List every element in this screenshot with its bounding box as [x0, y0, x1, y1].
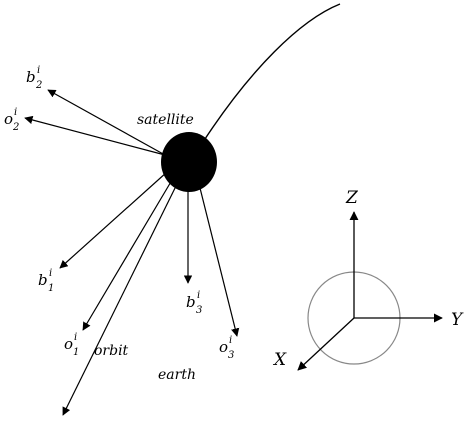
vector-o2-label: o 2 i	[4, 107, 19, 133]
orbit-curve	[202, 3, 341, 143]
y-axis-label: Y	[451, 310, 464, 330]
satellite-label: satellite	[137, 112, 194, 128]
svg-text:i: i	[14, 107, 17, 118]
svg-text:o: o	[219, 338, 228, 356]
vector-b3-label: b 3 i	[186, 290, 202, 316]
vector-b1-arrow	[59, 171, 168, 269]
svg-text:3: 3	[228, 350, 234, 361]
x-axis-arrow	[297, 317, 355, 371]
vector-o2-arrow	[24, 115, 166, 156]
svg-text:3: 3	[196, 305, 202, 316]
vector-b2-label: b 2 i	[26, 65, 42, 91]
satellite-body	[161, 132, 217, 192]
svg-text:b: b	[26, 68, 36, 86]
vector-o3-arrow	[199, 187, 240, 337]
orbit-direction-arrow	[62, 181, 179, 416]
svg-text:i: i	[37, 65, 40, 76]
vector-b1-label: b 1 i	[38, 268, 54, 294]
z-axis-label: Z	[345, 188, 359, 208]
svg-text:1: 1	[73, 347, 79, 358]
earth-label: earth	[158, 367, 196, 383]
svg-text:b: b	[38, 271, 48, 289]
svg-text:o: o	[64, 335, 73, 353]
vector-o3-label: o 3 i	[219, 335, 234, 361]
orbit-label: orbit	[94, 343, 129, 359]
svg-text:i: i	[229, 335, 232, 346]
vector-o1-label: o 1 i	[64, 332, 79, 358]
vector-o1-arrow	[82, 179, 173, 331]
vector-b2-arrow	[47, 89, 166, 156]
svg-text:2: 2	[12, 122, 19, 133]
svg-text:i: i	[49, 268, 52, 279]
svg-text:1: 1	[48, 283, 54, 294]
svg-text:i: i	[74, 332, 77, 343]
svg-text:o: o	[4, 110, 13, 128]
svg-text:i: i	[197, 290, 200, 301]
svg-text:b: b	[186, 293, 196, 311]
svg-text:2: 2	[35, 80, 42, 91]
x-axis-label: X	[272, 350, 287, 370]
